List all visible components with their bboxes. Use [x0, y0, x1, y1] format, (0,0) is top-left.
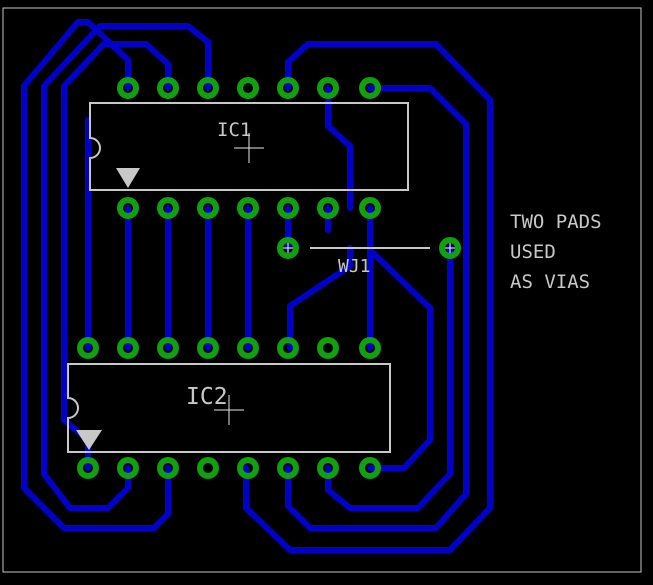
pad [237, 457, 259, 479]
pad [277, 77, 299, 99]
pad [359, 77, 381, 99]
copper-traces [21, 19, 493, 553]
pads [77, 77, 461, 479]
note-line-3: AS VIAS [510, 271, 590, 293]
pad [317, 337, 339, 359]
pad [197, 337, 219, 359]
trace-left-inner [61, 41, 171, 471]
note-line-2: USED [510, 241, 556, 263]
pad [157, 337, 179, 359]
pad [77, 337, 99, 359]
note-line-1: TWO PADS [510, 211, 602, 233]
pad [317, 77, 339, 99]
pad [157, 197, 179, 219]
triangle-down-icon [116, 168, 140, 188]
pad [157, 77, 179, 99]
pad [197, 197, 219, 219]
trace-right-via [325, 245, 453, 511]
trace-right-inner [325, 85, 353, 211]
via-marks [283, 243, 455, 253]
pad [197, 77, 219, 99]
pad [157, 457, 179, 479]
pad [277, 337, 299, 359]
pad [317, 197, 339, 219]
pad [197, 457, 219, 479]
pad [237, 337, 259, 359]
trace-via-left-to-ic2 [287, 245, 353, 351]
ic1-outline [89, 102, 409, 191]
wire-jumper-label: WJ1 [338, 256, 371, 277]
crosshair-icon [234, 133, 264, 163]
ic2-outline [67, 363, 391, 453]
pad [237, 197, 259, 219]
trace-via-right-to-ic2 [367, 247, 433, 471]
board-outline [2, 7, 642, 573]
pad [359, 197, 381, 219]
trace-right-middle [285, 85, 469, 531]
crosshair-icon [214, 395, 244, 425]
ic1-label: IC1 [217, 119, 251, 141]
pad [277, 197, 299, 219]
pad [277, 457, 299, 479]
pad [117, 457, 139, 479]
pad [359, 337, 381, 359]
trace-right-outer [243, 41, 493, 553]
pad [117, 337, 139, 359]
via-pad [277, 237, 299, 259]
triangle-down-icon [76, 430, 102, 450]
pad [359, 457, 381, 479]
pad [77, 457, 99, 479]
pad [117, 77, 139, 99]
silkscreen [67, 102, 430, 453]
ic2-label: IC2 [186, 384, 228, 410]
pad [317, 457, 339, 479]
via-pad [439, 237, 461, 259]
pad [117, 197, 139, 219]
pad [237, 77, 259, 99]
trace-left-middle [41, 23, 211, 511]
